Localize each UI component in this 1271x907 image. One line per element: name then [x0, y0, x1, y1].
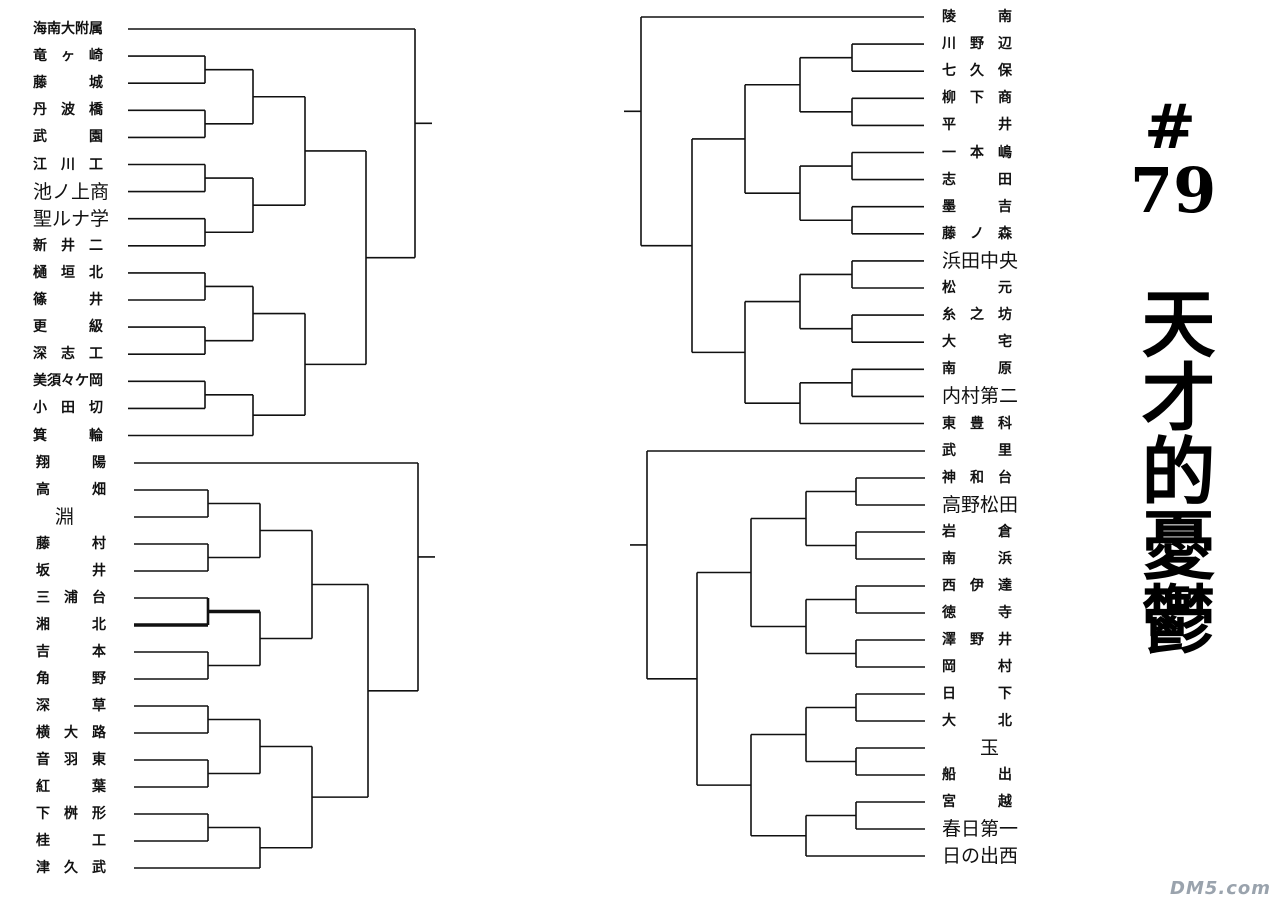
- team-name: 坂 井: [36, 563, 106, 579]
- team-name: 箕 輪: [33, 427, 103, 444]
- team-name: 小 田 切: [33, 400, 103, 417]
- team-name: 七 久 保: [942, 63, 1012, 80]
- team-name: 紅 葉: [36, 779, 106, 795]
- team-name: 丹 波 橋: [33, 102, 103, 119]
- team-name: 音 羽 東: [36, 752, 106, 768]
- team-name: 陵 南: [942, 9, 1012, 25]
- team-name: 内村第二: [942, 385, 1019, 408]
- team-name: 三 浦 台: [36, 590, 106, 606]
- team-name: 春日第一: [942, 818, 1019, 840]
- team-name: 江 川 工: [33, 156, 103, 173]
- team-name: 日の出西: [942, 845, 1019, 867]
- chapter-title: 天才的憂鬱: [1129, 285, 1215, 655]
- team-name: 下 桝 形: [36, 806, 106, 822]
- team-name: 徳 寺: [942, 605, 1012, 621]
- team-name: 篠 井: [33, 292, 103, 308]
- team-name: 一 本 嶋: [942, 144, 1012, 161]
- team-name: 新 井 二: [33, 237, 103, 254]
- team-name: 浜田中央: [942, 249, 1019, 272]
- team-name: 更 級: [33, 319, 103, 336]
- team-name: 松 元: [942, 280, 1012, 296]
- chapter-number: # 79: [1130, 90, 1217, 227]
- team-name: 南 原: [942, 361, 1012, 378]
- team-name: 糸 之 坊: [942, 307, 1012, 324]
- team-name: 宮 越: [942, 794, 1012, 810]
- team-name: 東 豊 科: [942, 415, 1012, 432]
- team-name: 岡 村: [942, 659, 1012, 675]
- team-name: 聖ルナ学: [33, 207, 110, 230]
- team-name: 淵: [36, 506, 75, 528]
- team-name: 武 園: [33, 129, 103, 146]
- team-name: 深 志 工: [33, 346, 103, 363]
- team-name: 澤 野 井: [942, 632, 1012, 648]
- team-name: 津 久 武: [36, 860, 106, 876]
- team-name: 桂 工: [36, 833, 106, 849]
- team-name: 平 井: [942, 117, 1012, 134]
- team-name: 西 伊 達: [942, 578, 1012, 594]
- team-name: 翔 陽: [36, 455, 106, 471]
- team-name: 玉: [942, 737, 1000, 759]
- team-name: 高野松田: [942, 494, 1019, 516]
- team-name: 大 宅: [942, 334, 1012, 351]
- team-name: 柳 下 商: [942, 90, 1012, 107]
- team-name: 樋 垣 北: [33, 264, 103, 281]
- team-name: 高 畑: [36, 482, 106, 498]
- team-name: 日 下: [942, 686, 1012, 702]
- team-name: 神 和 台: [942, 470, 1012, 486]
- team-name: 海南大附属: [33, 21, 103, 37]
- team-name: 竜 ヶ 崎: [33, 48, 103, 65]
- team-name: 岩 倉: [942, 524, 1012, 540]
- team-name: 志 田: [942, 171, 1012, 188]
- team-name: 深 草: [36, 698, 106, 714]
- team-name: 美須々ケ岡: [33, 373, 103, 390]
- team-name: 大 北: [942, 713, 1012, 729]
- team-name: 川 野 辺: [942, 36, 1012, 53]
- team-name: 角 野: [36, 671, 106, 687]
- team-name: 藤 ノ 森: [942, 225, 1012, 242]
- team-name: 藤 村: [36, 536, 106, 552]
- team-name: 船 出: [942, 767, 1012, 783]
- team-name: 湘 北: [36, 617, 106, 633]
- team-name: 墨 吉: [942, 198, 1012, 215]
- team-name: 南 浜: [942, 551, 1012, 567]
- team-name: 武 里: [942, 443, 1012, 459]
- watermark-logo: DM5.com: [1170, 878, 1271, 899]
- team-name: 横 大 路: [36, 725, 106, 741]
- team-name: 藤 城: [33, 75, 103, 92]
- team-name: 吉 本: [36, 644, 106, 660]
- team-name: 池ノ上商: [33, 180, 110, 203]
